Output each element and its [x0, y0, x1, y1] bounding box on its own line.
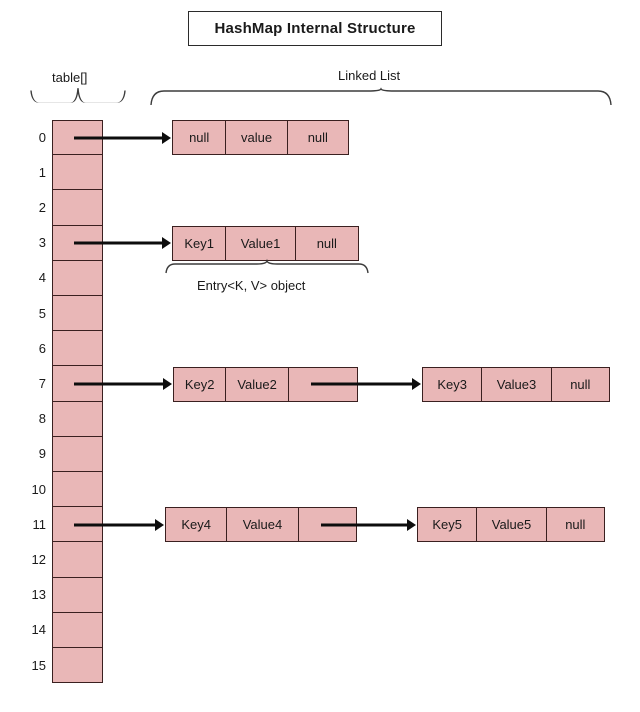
entry-node-3-0-key-cell: Key1: [173, 226, 227, 260]
entry-node-3-0-value-cell: Value1: [226, 226, 296, 260]
bucket-index-10: 10: [31, 481, 46, 497]
bucket-index-14: 14: [31, 622, 46, 638]
bucket-index-1: 1: [38, 164, 46, 180]
entry-node-7-0-value-cell: Value2: [226, 367, 289, 401]
bucket-index-5: 5: [38, 305, 46, 321]
bucket-0-to-node-arrow: [74, 131, 171, 144]
bucket-index-2: 2: [38, 200, 46, 215]
bucket-cell-2[interactable]: [52, 190, 103, 226]
bucket-index-11: 11: [32, 516, 47, 532]
node-link-arrow-7-1: [311, 378, 421, 390]
entry-node-7-1-next-cell: null: [551, 367, 609, 401]
bucket-cell-6[interactable]: [52, 331, 103, 367]
bucket-3-to-node-arrow: [74, 237, 171, 250]
bucket-11-to-node-arrow: [74, 518, 164, 531]
bucket-index-13: 13: [31, 587, 46, 603]
linked-list-label: Linked List: [338, 68, 401, 83]
bucket-index-8: 8: [38, 411, 46, 427]
entry-node-11-1-next-cell: null: [546, 508, 604, 542]
linked-list-brace: [150, 87, 612, 106]
bucket-index-6: 6: [38, 340, 46, 356]
bucket-cell-14[interactable]: [52, 612, 103, 648]
entry-object-brace: [165, 258, 369, 274]
entry-node-0-0-next-cell: null: [287, 121, 348, 155]
entry-node-11-1-key-cell: Key5: [418, 508, 478, 542]
entry-node-7-1-key-cell: Key3: [423, 367, 483, 401]
bucket-cell-8[interactable]: [52, 401, 103, 437]
bucket-7-to-node-arrow: [74, 378, 172, 390]
bucket-cell-10[interactable]: [52, 472, 103, 508]
page-title: HashMap Internal Structure: [214, 20, 416, 37]
bucket-index-15: 15: [31, 657, 46, 673]
bucket-cell-4[interactable]: [52, 260, 103, 296]
entry-node-7-0-key-cell: Key2: [174, 367, 227, 401]
entry-node-11-1-value-cell: Value5: [477, 508, 547, 542]
table-array-brace: [30, 88, 126, 104]
bucket-index-4: 4: [38, 270, 46, 286]
node-link-arrow-11-1: [321, 518, 416, 531]
bucket-cell-9[interactable]: [52, 436, 103, 472]
bucket-cell-13[interactable]: [52, 577, 103, 613]
entry-node-3-0-next-cell: null: [295, 226, 358, 260]
bucket-cell-12[interactable]: [52, 542, 103, 578]
entry-node-11-0-key-cell: Key4: [166, 508, 228, 542]
entry-node-11-0-value-cell: Value4: [227, 508, 299, 542]
diagram-title-box: HashMap Internal Structure: [188, 11, 442, 46]
bucket-index-7: 7: [38, 376, 46, 391]
entry-object-label: Entry<K, V> object: [197, 278, 306, 293]
entry-node-7-1-value-cell: Value3: [482, 367, 552, 401]
entry-node-0-0-key-cell: null: [173, 121, 227, 155]
bucket-index-12: 12: [31, 552, 46, 567]
bucket-index-9: 9: [38, 446, 46, 462]
bucket-cell-5[interactable]: [52, 296, 103, 332]
bucket-cell-15[interactable]: [52, 648, 103, 684]
bucket-index-0: 0: [38, 129, 46, 145]
bucket-cell-1[interactable]: [52, 155, 103, 191]
table-array-label: table[]: [52, 70, 88, 85]
bucket-index-3: 3: [38, 235, 46, 251]
entry-node-0-0-value-cell: value: [226, 121, 288, 155]
